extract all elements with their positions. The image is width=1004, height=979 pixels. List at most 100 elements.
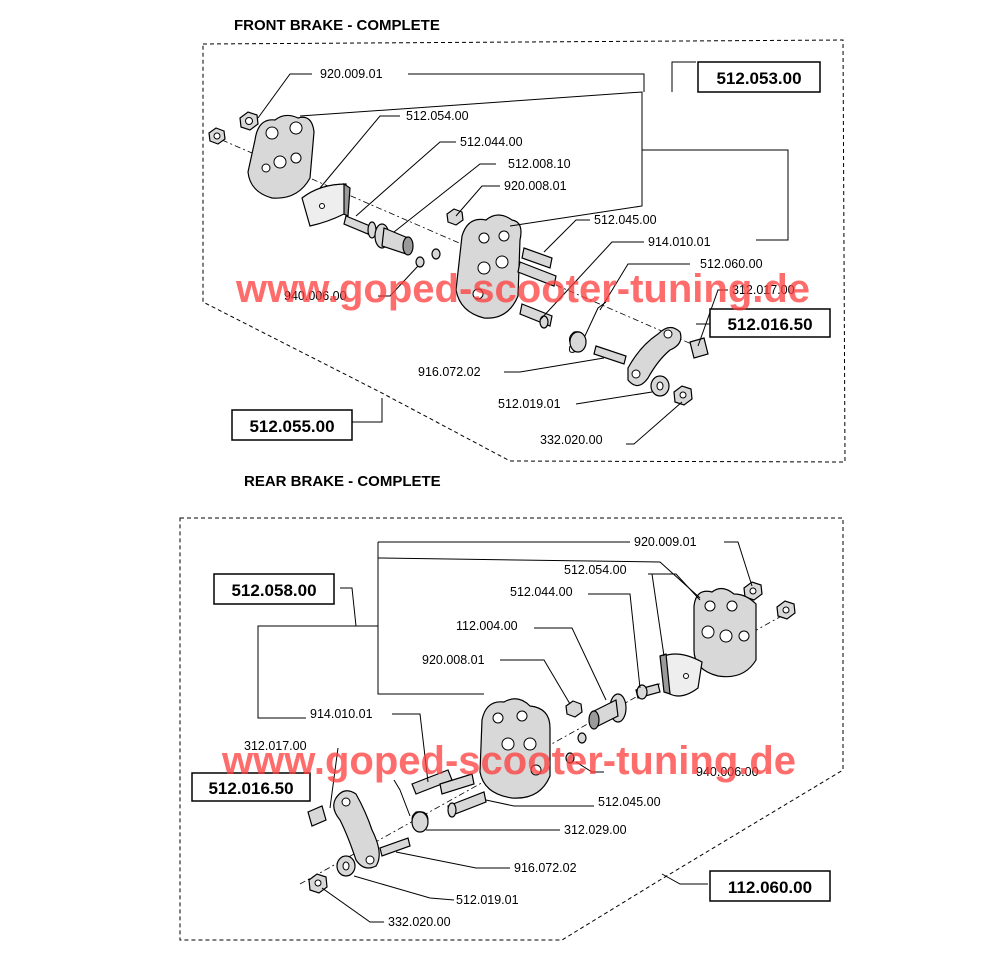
front-washer-hole: [656, 381, 664, 391]
svg-text:512.016.50: 512.016.50: [208, 779, 293, 798]
rear-label-940-006-00: 940.006.00: [696, 765, 759, 779]
front-label-512-060-00: 512.060.00: [700, 257, 763, 271]
front-brake-pad-rivet: [319, 203, 325, 209]
front-brake-pad-lining: [343, 182, 351, 217]
front-label-920-008-01: 920.008.01: [504, 179, 567, 193]
front-assembly-box-512-016-50: 512.016.50: [709, 308, 831, 338]
front-label-920-009-01: 920.009.01: [320, 67, 383, 81]
front-assembly-box-512-055-00: 512.055.00: [231, 409, 353, 441]
front-label-312-017-00: 312.017.00: [732, 283, 795, 297]
rear-lever-arm: [333, 790, 380, 869]
rear-part-labels: 920.009.01 512.054.00 512.044.00 112.004…: [244, 535, 759, 929]
rear-brake-pad: [663, 653, 703, 697]
rear-label-312-029-00: 312.029.00: [564, 823, 627, 837]
front-nut-hole: [679, 391, 687, 399]
rear-bolt-head: [636, 684, 648, 700]
front-caliper-hole: [498, 230, 510, 242]
front-caliper-hole: [477, 261, 491, 275]
front-label-512-054-00: 512.054.00: [406, 109, 469, 123]
rear-bushing-312-017: [307, 805, 327, 827]
front-nut-left-hole: [213, 132, 221, 140]
front-lever-hole: [631, 369, 641, 379]
rear-caliper-hole: [530, 764, 542, 776]
svg-text:512.053.00: 512.053.00: [716, 69, 801, 88]
front-outer-plate-hole: [273, 155, 287, 169]
rear-outer-plate-hole: [719, 629, 733, 643]
rear-label-512-054-00: 512.054.00: [564, 563, 627, 577]
rear-label-512-019-01: 512.019.01: [456, 893, 519, 907]
front-pin-end: [539, 315, 549, 329]
rear-outer-plate-hole: [701, 625, 715, 639]
rear-washer-hole: [342, 861, 350, 871]
front-bolt-512-044: [343, 215, 371, 235]
svg-text:512.016.50: 512.016.50: [727, 315, 812, 334]
rear-label-914-010-01: 914.010.01: [310, 707, 373, 721]
front-pin-512-045: [517, 261, 557, 287]
front-caliper-hole: [495, 255, 509, 269]
front-bushing-940: [415, 256, 425, 268]
rear-lever-hole: [365, 855, 375, 865]
rear-outer-plate-hole: [726, 600, 738, 612]
rear-bushing-940: [565, 752, 575, 764]
front-lever-hole: [663, 329, 673, 339]
watermark-bottom: www.goped-scooter-tuning.de: [221, 739, 796, 783]
rear-caliper-hole: [523, 737, 537, 751]
front-label-512-008-10: 512.008.10: [508, 157, 571, 171]
front-brake-section: FRONT BRAKE - COMPLETE: [202, 17, 846, 463]
rear-label-920-009-01: 920.009.01: [634, 535, 697, 549]
rear-lever-hole: [341, 797, 351, 807]
rear-label-312-017-00: 312.017.00: [244, 739, 307, 753]
front-caliper-hole: [478, 232, 490, 244]
front-label-332-020-00: 332.020.00: [540, 433, 603, 447]
svg-text:512.055.00: 512.055.00: [249, 417, 334, 436]
rear-shaft-916-072: [379, 837, 411, 857]
rear-outer-plate-hole: [738, 630, 750, 642]
rear-assembly-box-512-058-00: 512.058.00: [213, 573, 335, 605]
rear-pin-end: [447, 802, 457, 818]
front-outer-plate-hole: [289, 121, 303, 135]
rear-brake-outline: [179, 517, 844, 941]
rear-label-512-044-00: 512.044.00: [510, 585, 573, 599]
rear-label-916-072-02: 916.072.02: [514, 861, 577, 875]
svg-text:112.060.00: 112.060.00: [728, 878, 812, 897]
rear-nut-right-hole: [782, 606, 790, 614]
rear-label-512-045-00: 512.045.00: [598, 795, 661, 809]
rear-leader-lines: [257, 541, 753, 923]
svg-text:512.058.00: 512.058.00: [231, 581, 316, 600]
front-brake-outline: [202, 39, 846, 463]
front-piston-end: [402, 236, 414, 256]
rear-spring-coil: [411, 811, 429, 833]
front-outer-plate-hole: [290, 152, 302, 164]
front-label-914-010-01: 914.010.01: [648, 235, 711, 249]
front-shaft-916-072: [593, 345, 627, 365]
rear-assembly-box-112-060-00: 112.060.00: [709, 870, 831, 902]
rear-caliper-hole: [516, 710, 528, 722]
rear-label-112-004-00: 112.004.00: [456, 619, 518, 633]
rear-nut-top-hole: [749, 587, 757, 595]
rear-brake-title: REAR BRAKE - COMPLETE: [244, 473, 441, 490]
front-label-916-072-02: 916.072.02: [418, 365, 481, 379]
front-bushing-940: [431, 248, 441, 260]
front-spring-coil: [569, 331, 587, 353]
rear-brake-section: REAR BRAKE - COMPLETE: [179, 473, 844, 941]
rear-piston-end: [588, 710, 600, 730]
rear-caliper-hole: [492, 712, 504, 724]
front-label-512-045-00: 512.045.00: [594, 213, 657, 227]
front-part-labels: 920.009.01 512.054.00 512.044.00 512.008…: [284, 67, 795, 447]
front-brake-title: FRONT BRAKE - COMPLETE: [234, 17, 440, 34]
rear-brake-parts: [299, 581, 797, 894]
rear-label-332-020-00: 332.020.00: [388, 915, 451, 929]
front-outer-plate-hole: [261, 163, 271, 173]
front-pin-512-045: [521, 247, 553, 269]
rear-outer-plate-hole: [704, 600, 716, 612]
front-label-512-019-01: 512.019.01: [498, 397, 561, 411]
front-assembly-box-512-053-00: 512.053.00: [697, 61, 821, 93]
front-leader-lines: [257, 61, 789, 445]
rear-bushing-940: [577, 732, 587, 744]
rear-label-920-008-01: 920.008.01: [422, 653, 485, 667]
rear-caliper-hole: [501, 737, 515, 751]
front-label-512-044-00: 512.044.00: [460, 135, 523, 149]
rear-nut-hole: [314, 879, 322, 887]
front-caliper-hole: [472, 288, 484, 300]
front-nut-top-hole: [245, 117, 253, 125]
